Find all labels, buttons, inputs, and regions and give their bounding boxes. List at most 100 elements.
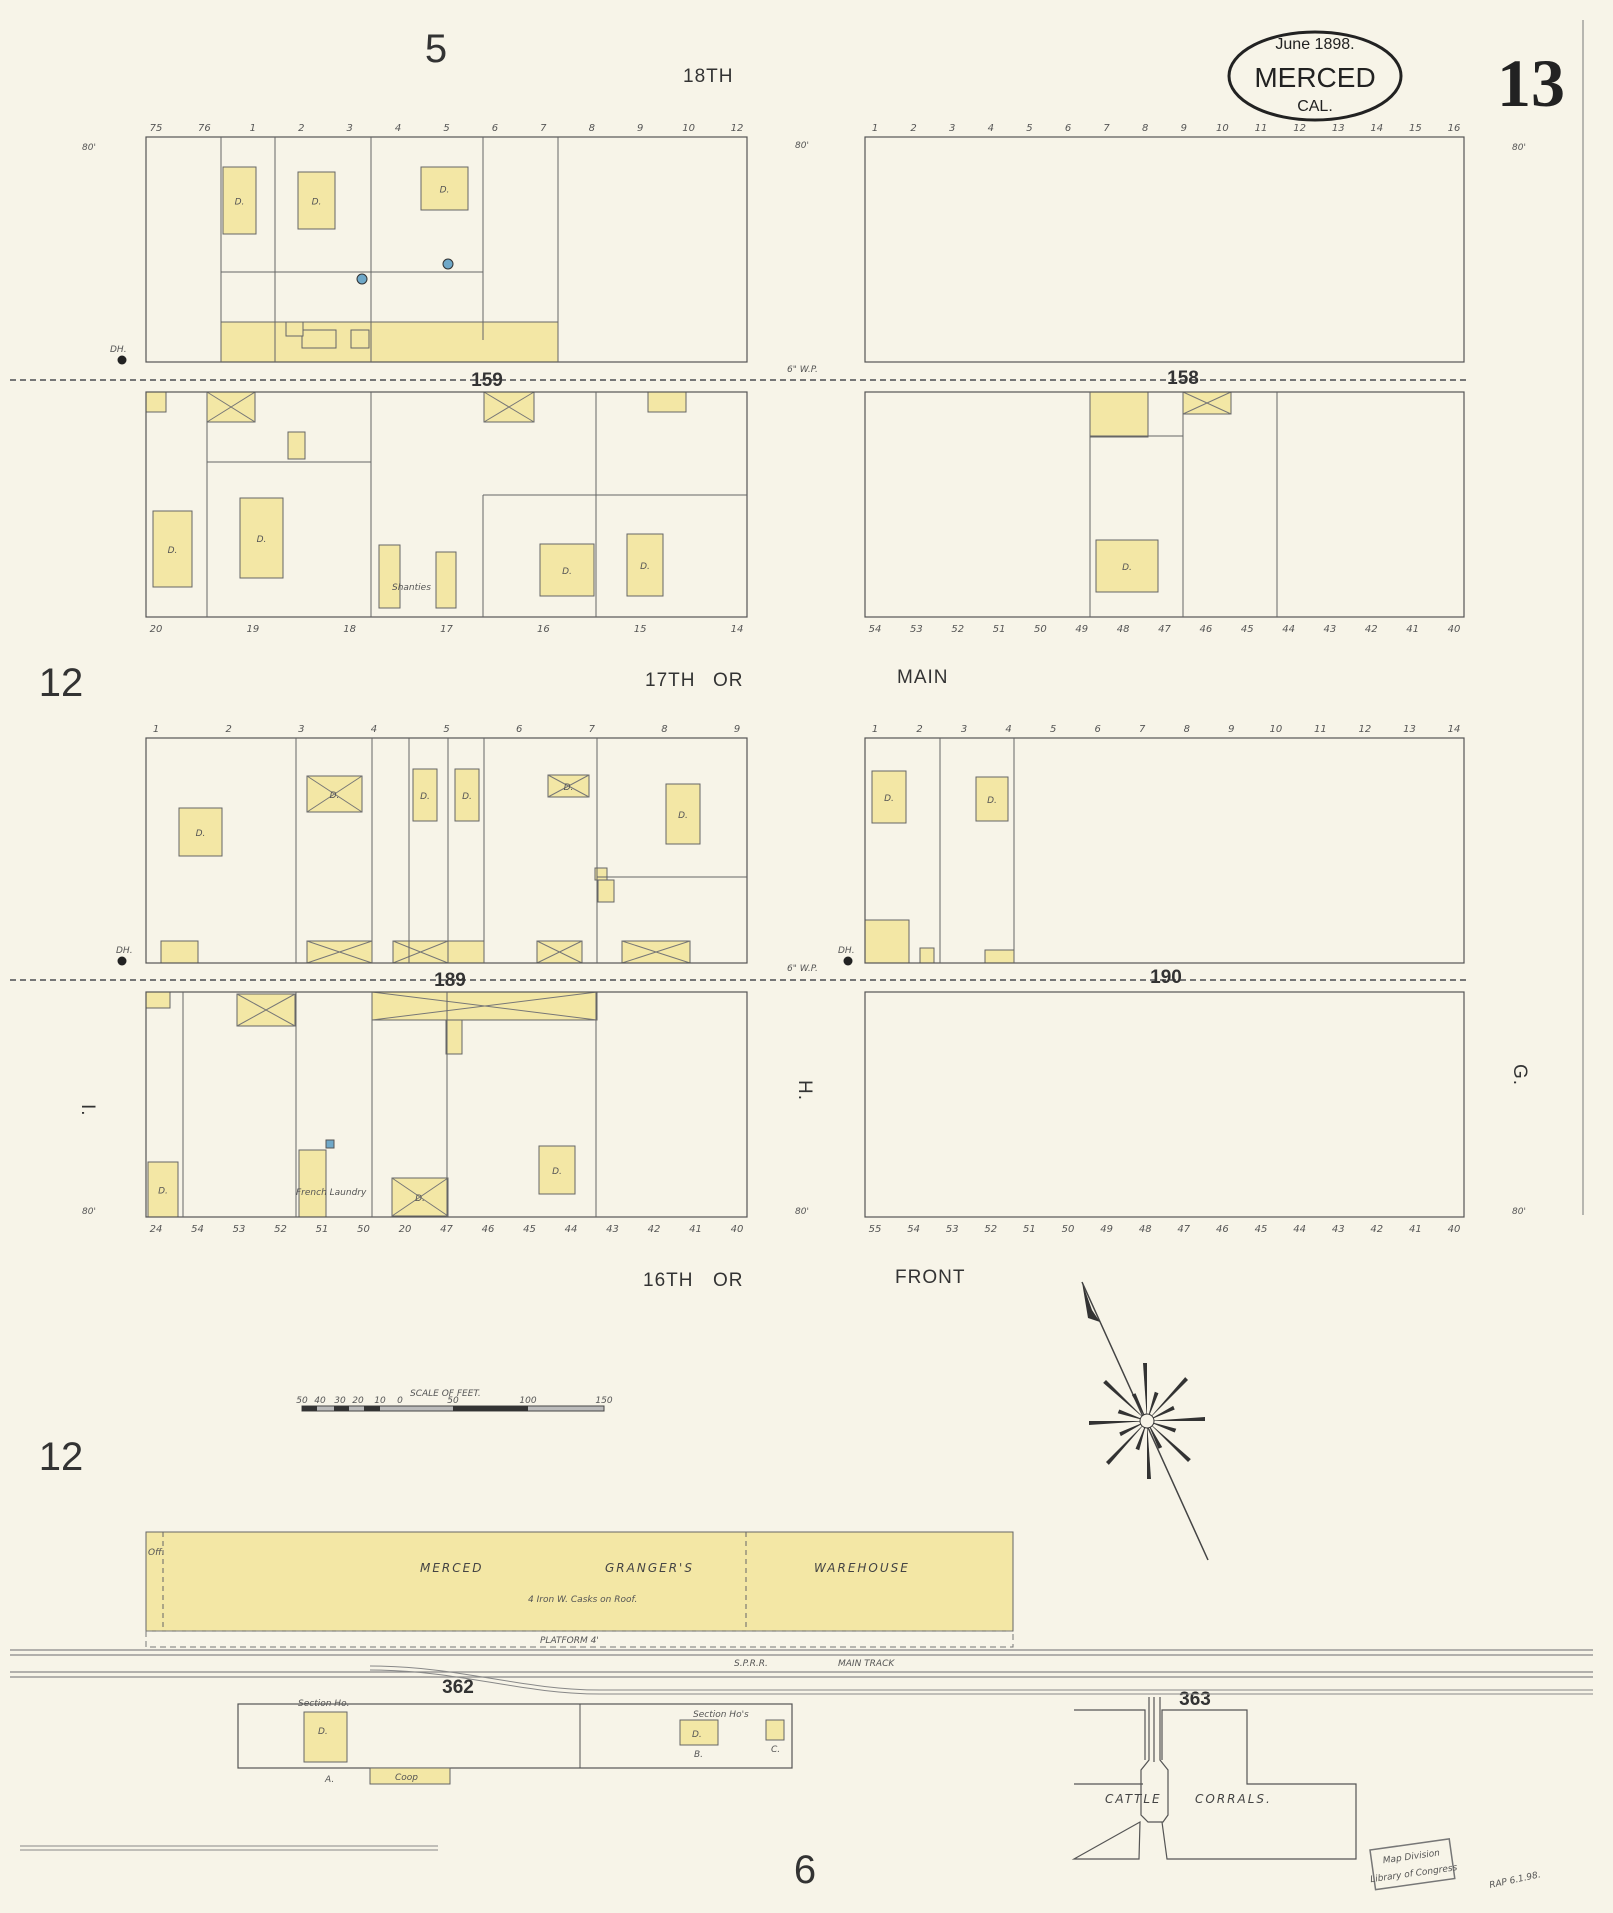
corrals-label: CORRALS.: [1195, 1792, 1272, 1806]
dwelling-label: D.: [330, 791, 340, 801]
lot-number: 45: [1255, 1224, 1268, 1235]
roof-cross: [392, 940, 449, 964]
lot-b-label: B.: [694, 1750, 703, 1760]
title-cartouche: June 1898. MERCED CAL.: [1227, 30, 1403, 122]
frame-building[interactable]: [298, 1149, 327, 1218]
street-width-label: 80': [1512, 143, 1526, 153]
adjoining-sheet-west-lower[interactable]: 12: [39, 1435, 84, 1479]
frame-building[interactable]: [647, 391, 687, 413]
cartouche-oval: [1227, 30, 1403, 122]
frame-building[interactable]: [160, 940, 199, 964]
frame-building[interactable]: [147, 1161, 179, 1218]
frame-building[interactable]: [871, 770, 907, 824]
frame-building[interactable]: [597, 879, 615, 903]
frame-building[interactable]: [447, 940, 485, 964]
office-label: Off.: [148, 1548, 164, 1558]
frame-building[interactable]: [975, 776, 1009, 822]
scale-tick-label: 150: [595, 1396, 612, 1406]
map-state: CAL.: [1297, 98, 1333, 115]
scale-segment: [302, 1406, 317, 1411]
frame-building[interactable]: [435, 551, 457, 609]
frame-building[interactable]: [152, 510, 193, 588]
warehouse-building[interactable]: [145, 1531, 1014, 1632]
lot-number: 15: [634, 624, 647, 635]
dwelling-label: D.: [564, 783, 574, 793]
lot-number: 49: [1075, 624, 1088, 635]
section-house-b[interactable]: [679, 1719, 719, 1746]
lot-number: 42: [1370, 1224, 1383, 1235]
lot-number: 24: [150, 1224, 163, 1235]
frame-building[interactable]: [412, 768, 438, 822]
lot-number: 5: [1050, 724, 1056, 735]
frame-building[interactable]: [287, 431, 306, 460]
frame-building[interactable]: [145, 991, 171, 1009]
compass-ray: [1089, 1421, 1147, 1425]
map-city: MERCED: [1254, 62, 1375, 93]
frame-building[interactable]: [445, 1019, 463, 1055]
lot-number: 75: [150, 123, 163, 134]
water-pipe-label: 6" W.P.: [787, 964, 818, 974]
frame-building[interactable]: [538, 1145, 576, 1195]
railroad-tracks: S.P.R.R. MAIN TRACK: [10, 1649, 1593, 1695]
frame-building[interactable]: [378, 544, 401, 609]
frame-building[interactable]: [1089, 391, 1149, 438]
frame-building[interactable]: [984, 949, 1015, 964]
block-number: 362: [442, 1677, 474, 1698]
compass-ray: [1147, 1421, 1191, 1463]
block-number: 159: [471, 370, 503, 391]
svg-text:Library of Congress: Library of Congress: [1370, 1863, 1459, 1885]
lot-number: 6: [516, 724, 522, 735]
frame-building[interactable]: [454, 768, 480, 822]
frame-building[interactable]: [145, 391, 167, 413]
adjoining-sheet-west-upper[interactable]: 12: [39, 661, 84, 705]
frame-building[interactable]: [420, 166, 469, 211]
frame-building[interactable]: [301, 329, 337, 349]
frame-building[interactable]: [1095, 539, 1159, 593]
frame-building[interactable]: [222, 166, 257, 235]
frame-building[interactable]: [297, 171, 336, 230]
roof-cross: [306, 940, 373, 964]
frame-building[interactable]: [864, 919, 910, 964]
frame-building[interactable]: [626, 533, 664, 597]
lot-number: 14: [1448, 724, 1461, 735]
warehouse-label-2: GRANGER'S: [605, 1561, 694, 1575]
lot-number: 1: [153, 724, 159, 735]
frame-building[interactable]: [539, 543, 595, 597]
street-17th: 17TH: [645, 670, 695, 691]
lot-number: 7: [1139, 724, 1146, 735]
north-arrow-head-icon: [1082, 1282, 1100, 1322]
section-house-c[interactable]: [765, 1719, 785, 1741]
roof-cross: [1182, 391, 1232, 415]
lot-number: 2: [910, 123, 916, 134]
section-house[interactable]: [303, 1711, 348, 1763]
lot-number: 48: [1139, 1224, 1152, 1235]
dwelling-label: D.: [415, 1194, 425, 1204]
coop-building[interactable]: [369, 1767, 451, 1785]
lot-number: 41: [689, 1224, 702, 1235]
lot-number: 10: [682, 123, 695, 134]
compass-ray: [1147, 1391, 1159, 1421]
frame-building[interactable]: [350, 329, 370, 349]
frame-building[interactable]: [285, 321, 304, 337]
frame-building[interactable]: [220, 321, 559, 363]
lot-number: 4: [395, 123, 401, 134]
lot-number: 9: [1228, 724, 1234, 735]
merced-grangers-warehouse[interactable]: Off. MERCED GRANGER'S WAREHOUSE 4 Iron W…: [145, 1531, 1014, 1648]
frame-building[interactable]: [178, 807, 223, 857]
lot-number: 17: [440, 624, 453, 635]
frame-building[interactable]: [239, 497, 284, 579]
lot-number: 3: [949, 123, 955, 134]
scale-segment: [334, 1406, 349, 1411]
frame-building[interactable]: [665, 783, 701, 845]
lot-number: 52: [951, 624, 964, 635]
frame-building[interactable]: [919, 947, 935, 964]
lot-a-label: A.: [324, 1775, 334, 1785]
lot-number: 50: [357, 1224, 370, 1235]
lot-number: 43: [606, 1224, 619, 1235]
roof-cross: [536, 940, 583, 964]
street-or-2: OR: [713, 1270, 744, 1291]
lot-number: 18: [343, 624, 356, 635]
adjoining-sheet-south[interactable]: 6: [794, 1848, 816, 1892]
adjoining-sheet-north[interactable]: 5: [425, 27, 447, 71]
